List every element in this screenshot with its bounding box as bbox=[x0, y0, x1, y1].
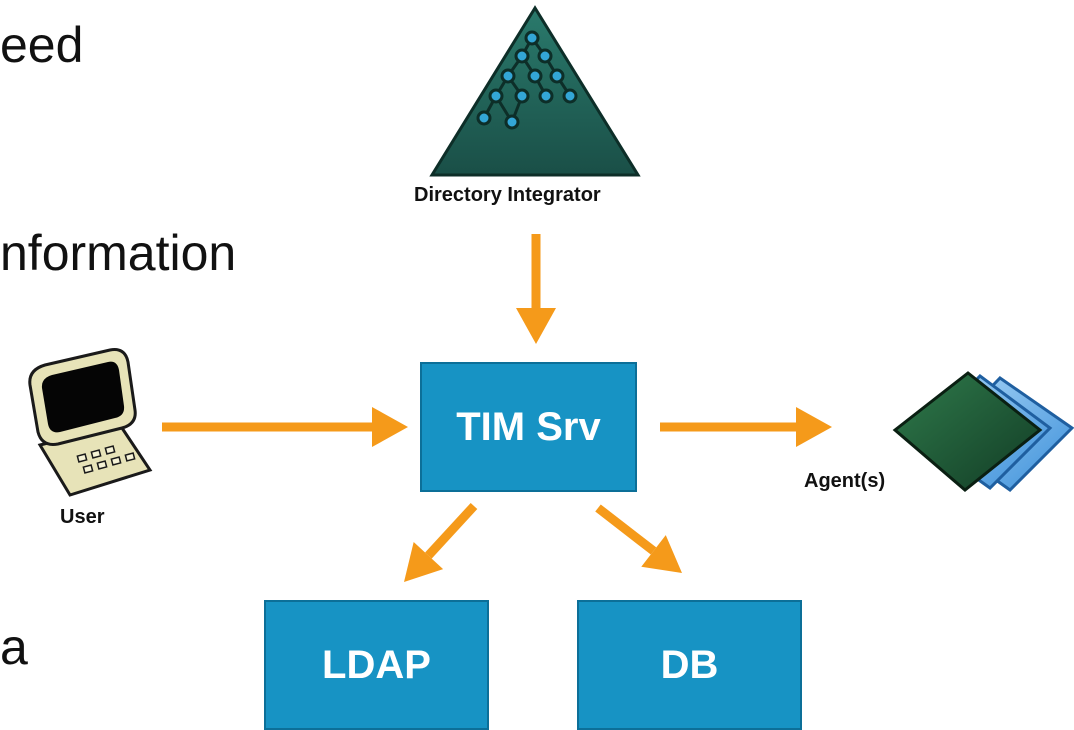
arrow-tim-to-db-shaft bbox=[595, 504, 657, 555]
flow-arrows bbox=[162, 234, 832, 582]
computer-terminal-icon bbox=[28, 348, 153, 497]
directory-integrator-label: Directory Integrator bbox=[414, 184, 601, 206]
arrow-tim-to-ldap-head bbox=[404, 541, 444, 582]
stacked-diamonds-icon bbox=[892, 371, 1074, 492]
db-label: DB bbox=[660, 642, 719, 687]
directory-integrator-icon bbox=[429, 5, 641, 177]
tim-server-label: TIM Srv bbox=[456, 404, 601, 449]
arrow-tim-to-db-head bbox=[641, 535, 682, 573]
db-box[interactable]: DB bbox=[577, 600, 802, 730]
ldap-label: LDAP bbox=[322, 642, 431, 687]
slide-text-line-2: nformation bbox=[0, 225, 237, 281]
tim-server-box[interactable]: TIM Srv bbox=[420, 362, 637, 492]
user-label: User bbox=[60, 506, 105, 528]
arrow-tim-to-ldap-shaft bbox=[425, 502, 478, 559]
slide-text-line-3: a bbox=[0, 619, 28, 675]
arrow-directory-to-tim-head bbox=[516, 308, 556, 344]
agents-label: Agent(s) bbox=[802, 470, 888, 493]
arrow-tim-to-agents-head bbox=[796, 407, 832, 447]
slide-text-line-1: eed bbox=[0, 17, 84, 73]
arrow-user-to-tim-head bbox=[372, 407, 408, 447]
ldap-box[interactable]: LDAP bbox=[264, 600, 489, 730]
